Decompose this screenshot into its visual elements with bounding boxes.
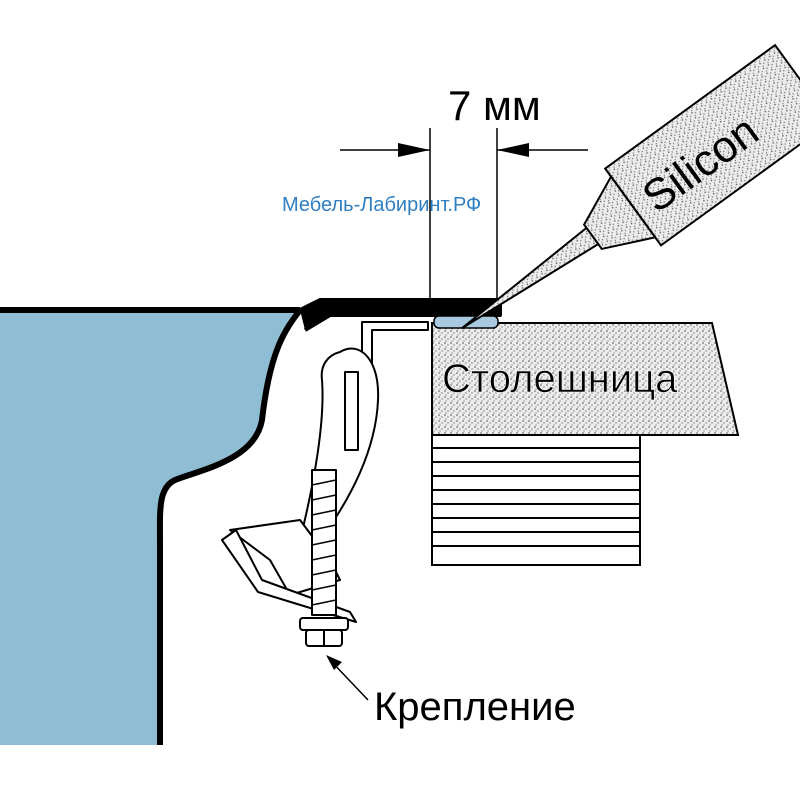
sink-body [0, 310, 300, 745]
fastener-clip [221, 321, 429, 623]
sink-flange [299, 298, 502, 332]
cabinet-panel-lines [432, 447, 640, 547]
sink-rim-outline [0, 307, 303, 745]
countertop [431, 322, 740, 436]
screw-threads [311, 479, 337, 606]
screw-head [299, 617, 349, 647]
cabinet-panel [431, 434, 641, 566]
dimension-marker [340, 128, 588, 300]
fastener-label: Крепление [374, 685, 576, 729]
silicone-bead [433, 315, 499, 329]
silicone-tube: Silicon [461, 43, 800, 330]
countertop-label: Столешница [442, 357, 678, 401]
fastener-pointer [326, 655, 369, 701]
watermark-text: Мебель-Лабиринт.РФ [282, 194, 481, 216]
dimension-label: 7 мм [448, 82, 541, 129]
